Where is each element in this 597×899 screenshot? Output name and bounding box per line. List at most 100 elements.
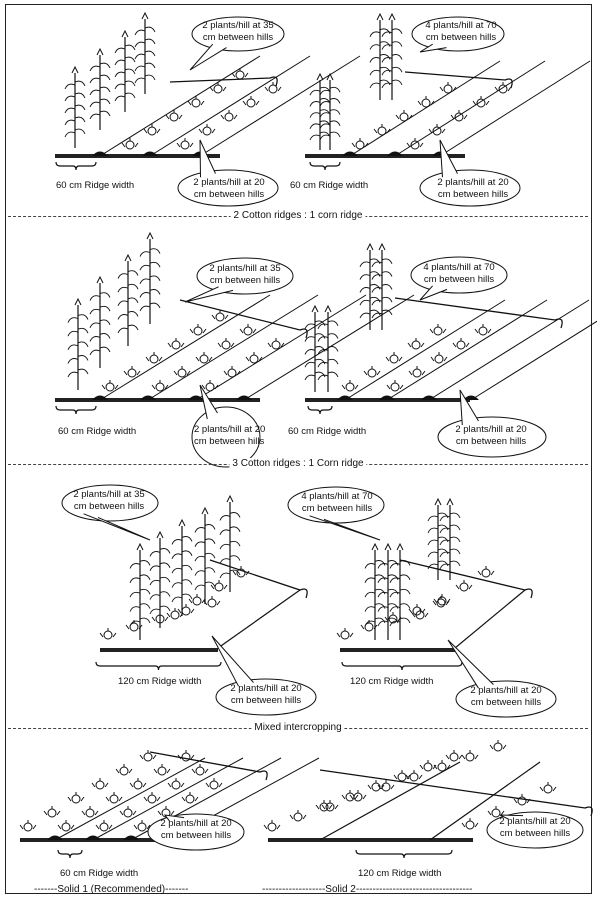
p4-ridge-width: 60 cm Ridge width (288, 426, 367, 437)
plants (19, 11, 557, 832)
ridge-line (195, 294, 367, 401)
cotton-plant (171, 340, 181, 350)
cotton-leaf (264, 82, 282, 92)
cotton-callout-bubble-pointer (459, 389, 479, 426)
corn-leaf (139, 261, 161, 271)
cotton-leaf (203, 596, 221, 606)
corn-leaf (171, 536, 193, 545)
corn-leaf (381, 66, 403, 76)
ridge-line (429, 761, 541, 841)
cotton-leaf (198, 124, 216, 134)
cotton-plant (103, 630, 113, 640)
cotton-leaf (349, 790, 367, 800)
cotton-plant (268, 84, 278, 94)
corn-leaf (89, 62, 111, 72)
corn-leaf (369, 54, 391, 63)
ridge-line (99, 294, 271, 401)
corn-leaf (427, 560, 449, 570)
cotton-plant (71, 794, 81, 804)
cotton-leaf (452, 338, 470, 348)
field-outline (179, 299, 308, 339)
cotton-leaf (133, 820, 151, 830)
cotton-plant (185, 794, 195, 804)
ridge-line (428, 299, 590, 401)
cotton-leaf (187, 96, 205, 106)
corn-callout-bubble (287, 486, 385, 524)
cotton-plant (389, 354, 399, 364)
cotton-leaf (165, 110, 183, 120)
cotton-plant (85, 808, 95, 818)
cotton-plant (199, 354, 209, 364)
cotton-plant (227, 368, 237, 378)
cotton-plant (149, 354, 159, 364)
cotton-plant (267, 822, 277, 832)
cotton-leaf (201, 380, 219, 390)
cotton-leaf (123, 366, 141, 376)
cotton-callout-bubble (177, 169, 279, 207)
soil-mound (421, 395, 437, 400)
cotton-leaf (419, 760, 437, 770)
corn-leaf (381, 28, 403, 37)
cotton-leaf (395, 110, 413, 120)
section-label: Mixed intercropping (251, 722, 345, 734)
cotton-leaf (157, 806, 175, 816)
cotton-callout-bubble (486, 811, 584, 849)
section-divider: 3 Cotton ridges : 1 Corn ridge (8, 458, 588, 470)
corn-leaf (64, 104, 86, 114)
cotton-leaf (99, 628, 117, 638)
corn-leaf (317, 358, 339, 368)
p6-ridge-width: 120 cm Ridge width (350, 676, 434, 687)
corn-leaf (64, 92, 86, 102)
corn-callout-bubble-pointer (419, 43, 447, 53)
cotton-leaf (461, 818, 479, 828)
soil-mound (379, 395, 395, 400)
corn-leaf (89, 86, 111, 96)
corn-leaf (359, 271, 381, 280)
ridge-width-brace (309, 161, 341, 171)
cotton-plant (157, 766, 167, 776)
cotton-leaf (217, 338, 235, 348)
cotton-leaf (408, 366, 426, 376)
cotton-callout-bubble (419, 169, 521, 207)
cotton-plant (293, 812, 303, 822)
cotton-leaf (433, 594, 451, 604)
soil-mound (123, 835, 139, 840)
cotton-leaf (321, 800, 339, 810)
corn-leaf (427, 524, 449, 534)
cotton-leaf (223, 366, 241, 376)
soil-mound (342, 151, 358, 156)
cotton-plant (23, 822, 33, 832)
cotton-leaf (43, 806, 61, 816)
cotton-leaf (336, 628, 354, 638)
corn-leaf (377, 603, 399, 612)
cotton-leaf (151, 380, 169, 390)
cotton-leaf (472, 96, 490, 106)
corn-leaf (364, 574, 386, 583)
cotton-plant (345, 382, 355, 392)
cotton-leaf (177, 750, 195, 760)
cotton-plant (133, 780, 143, 790)
cotton-leaf (173, 366, 191, 376)
corn-tassel (384, 542, 392, 551)
corn-leaf (171, 593, 193, 603)
soil-mound (463, 395, 479, 400)
corn-leaf (149, 562, 171, 571)
cotton-leaf (408, 604, 426, 614)
corn-leaf (64, 128, 86, 138)
cotton-plant (129, 622, 139, 632)
cotton-leaf (477, 566, 495, 576)
corn-leaf (134, 74, 156, 84)
field-outline (399, 559, 533, 599)
cotton-plant (481, 568, 491, 578)
corn-leaf (389, 603, 411, 612)
ridge-line (147, 294, 319, 401)
ridge-width-brace (355, 849, 453, 859)
corn-leaf (67, 355, 89, 364)
corn-leaf (369, 28, 391, 37)
cotton-plant (353, 792, 363, 802)
cotton-leaf (373, 124, 391, 134)
corn-leaf (304, 333, 326, 342)
cotton-plant (155, 382, 165, 392)
cotton-plant (340, 630, 350, 640)
